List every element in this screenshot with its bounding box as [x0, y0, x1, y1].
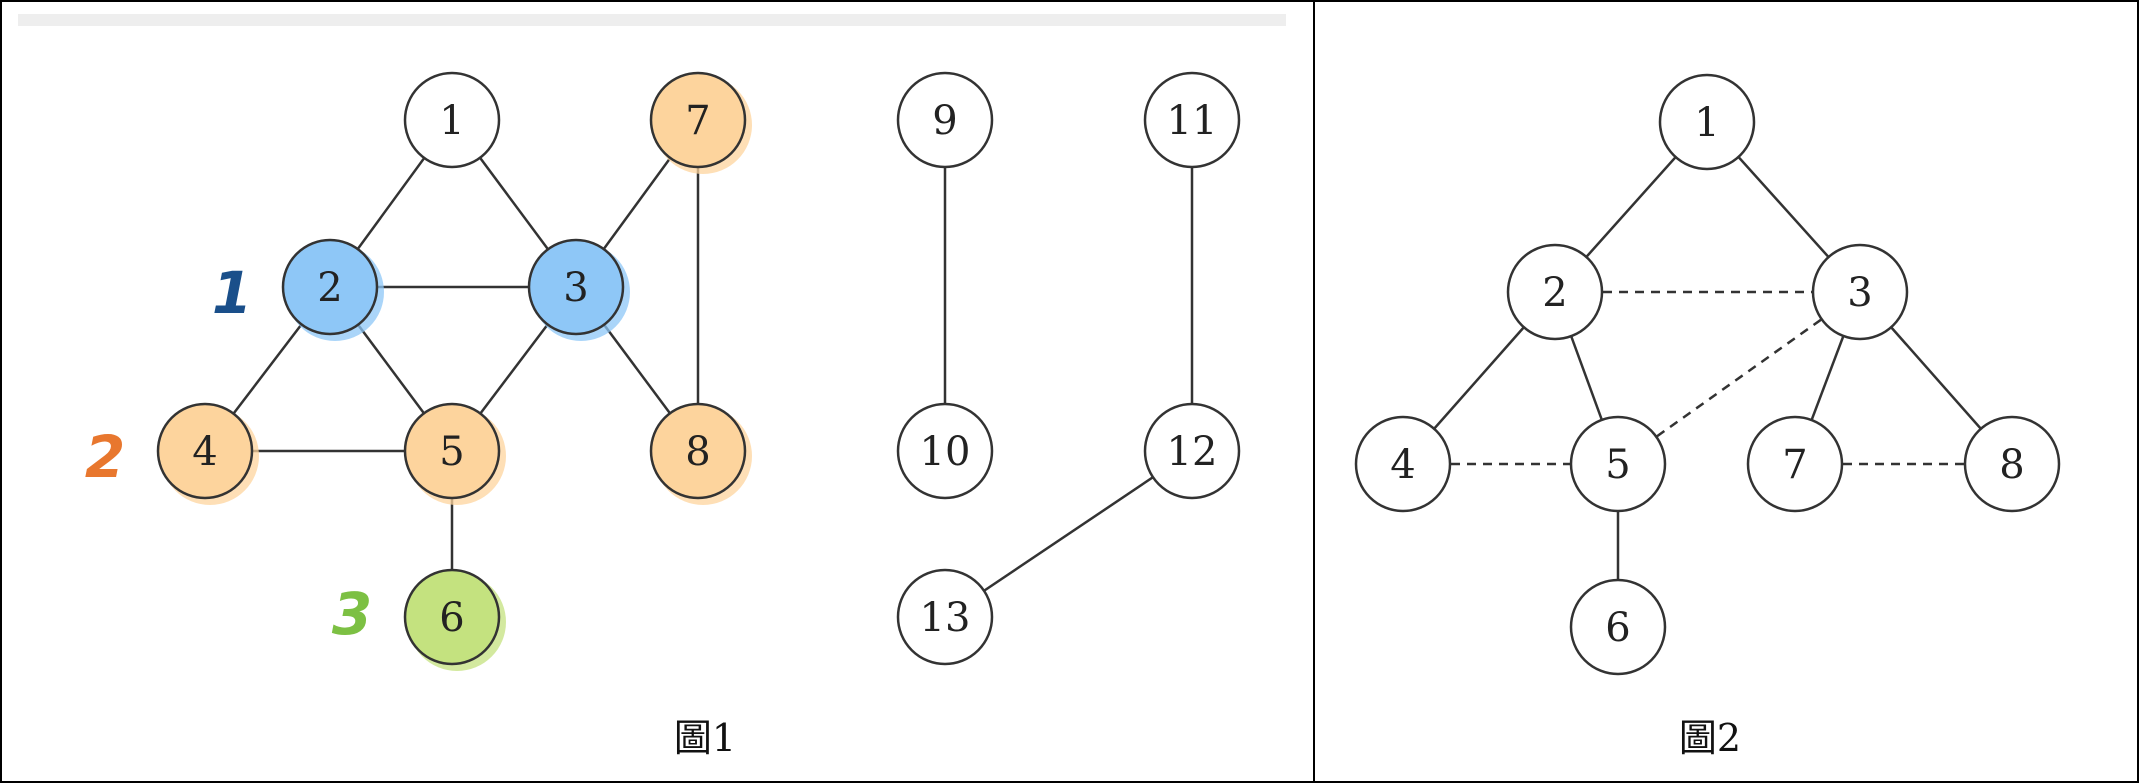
- figure1-node-1-circle: [403, 71, 501, 169]
- figure1-node-13-label: 13: [920, 595, 971, 641]
- figure1-caption: 圖1: [674, 716, 736, 760]
- figure1-node-9: 9: [896, 71, 994, 169]
- figure1-node-6-label: 6: [439, 595, 464, 641]
- figure2-node-4-label: 4: [1390, 442, 1415, 488]
- figure2-node-3: 3: [1811, 243, 1909, 341]
- figure1-node-1: 1: [403, 71, 501, 169]
- figure1-node-11: 11: [1143, 71, 1241, 169]
- figure2-node-8-label: 8: [1999, 442, 2024, 488]
- figure2-node-3-circle: [1811, 243, 1909, 341]
- figure2-node-1: 1: [1658, 73, 1756, 171]
- figure1-node-3: 3: [527, 238, 630, 341]
- figure1-node-6: 6: [403, 568, 506, 671]
- figure2-node-2: 2: [1506, 243, 1604, 341]
- figure1-node-8: 8: [649, 402, 752, 505]
- level-mark-2: 2: [85, 423, 125, 491]
- figure2-node-5-label: 5: [1605, 442, 1630, 488]
- level-mark-1: 1: [212, 259, 252, 327]
- figure1-node-11-label: 11: [1167, 98, 1218, 144]
- figure1-node-6-circle: [403, 568, 501, 666]
- figure1-edge-12-13: [944, 449, 1193, 619]
- figure1-node-13: 13: [896, 568, 994, 666]
- figure2-node-2-circle: [1506, 243, 1604, 341]
- figure2-nodes: 1 2 3 4 5 6 7 8: [1354, 73, 2061, 676]
- figure2-node-3-label: 3: [1847, 270, 1872, 316]
- figure1-node-5: 5: [403, 402, 506, 505]
- figure2-node-6: 6: [1569, 578, 1667, 676]
- figure1-node-7-label: 7: [685, 98, 710, 144]
- figure2-node-2-label: 2: [1542, 270, 1567, 316]
- figure1-top-shadow: [18, 14, 1286, 26]
- figure1-node-2-label: 2: [317, 265, 342, 311]
- figure2-node-4: 4: [1354, 415, 1452, 513]
- figure2-node-5-circle: [1569, 415, 1667, 513]
- figure1-node-1-label: 1: [439, 98, 464, 144]
- figure1-node-8-circle: [649, 402, 747, 500]
- figure2-node-7: 7: [1746, 415, 1844, 513]
- figure2-caption: 圖2: [1679, 716, 1741, 760]
- figure1-node-9-circle: [896, 71, 994, 169]
- figure1-node-10-label: 10: [920, 429, 971, 475]
- figure1-node-4-circle: [156, 402, 254, 500]
- figure1-node-9-label: 9: [932, 98, 957, 144]
- figure1-node-11-circle: [1143, 71, 1241, 169]
- figure1-node-10: 10: [896, 402, 994, 500]
- level-mark-3: 3: [332, 580, 372, 648]
- figure1-node-3-label: 3: [563, 265, 588, 311]
- figure2-node-8-circle: [1963, 415, 2061, 513]
- figure1-node-5-circle: [403, 402, 501, 500]
- figure1-node-13-circle: [896, 568, 994, 666]
- figure1-node-4-label: 4: [192, 429, 217, 475]
- figure2-node-6-label: 6: [1605, 605, 1630, 651]
- figure1-node-10-circle: [896, 402, 994, 500]
- figure1-node-12-label: 12: [1167, 429, 1218, 475]
- figure1-node-12-circle: [1143, 402, 1241, 500]
- figure2-dashed-edge-3-5: [1617, 290, 1861, 466]
- figure1-node-4: 4: [156, 402, 259, 505]
- figure1-node-7: 7: [649, 71, 752, 174]
- figure2-node-1-label: 1: [1694, 100, 1719, 146]
- figure2-node-4-circle: [1354, 415, 1452, 513]
- figure1-node-7-circle: [649, 71, 747, 169]
- figure1-node-2-circle: [281, 238, 379, 336]
- figure2-node-6-circle: [1569, 578, 1667, 676]
- figure2-node-5: 5: [1569, 415, 1667, 513]
- figure1-node-5-label: 5: [439, 429, 464, 475]
- figure2-node-7-label: 7: [1782, 442, 1807, 488]
- figure1-node-3-circle: [527, 238, 625, 336]
- figure2-node-7-circle: [1746, 415, 1844, 513]
- figure2-node-1-circle: [1658, 73, 1756, 171]
- figure1-node-8-label: 8: [685, 429, 710, 475]
- figure2-panel: 1 2 3 4 5 6 7 8 圖2: [1354, 73, 2061, 760]
- figure1-level-marks: 1 2 3: [85, 259, 372, 648]
- figure1-node-12: 12: [1143, 402, 1241, 500]
- figure2-node-8: 8: [1963, 415, 2061, 513]
- figure1-node-2: 2: [281, 238, 384, 341]
